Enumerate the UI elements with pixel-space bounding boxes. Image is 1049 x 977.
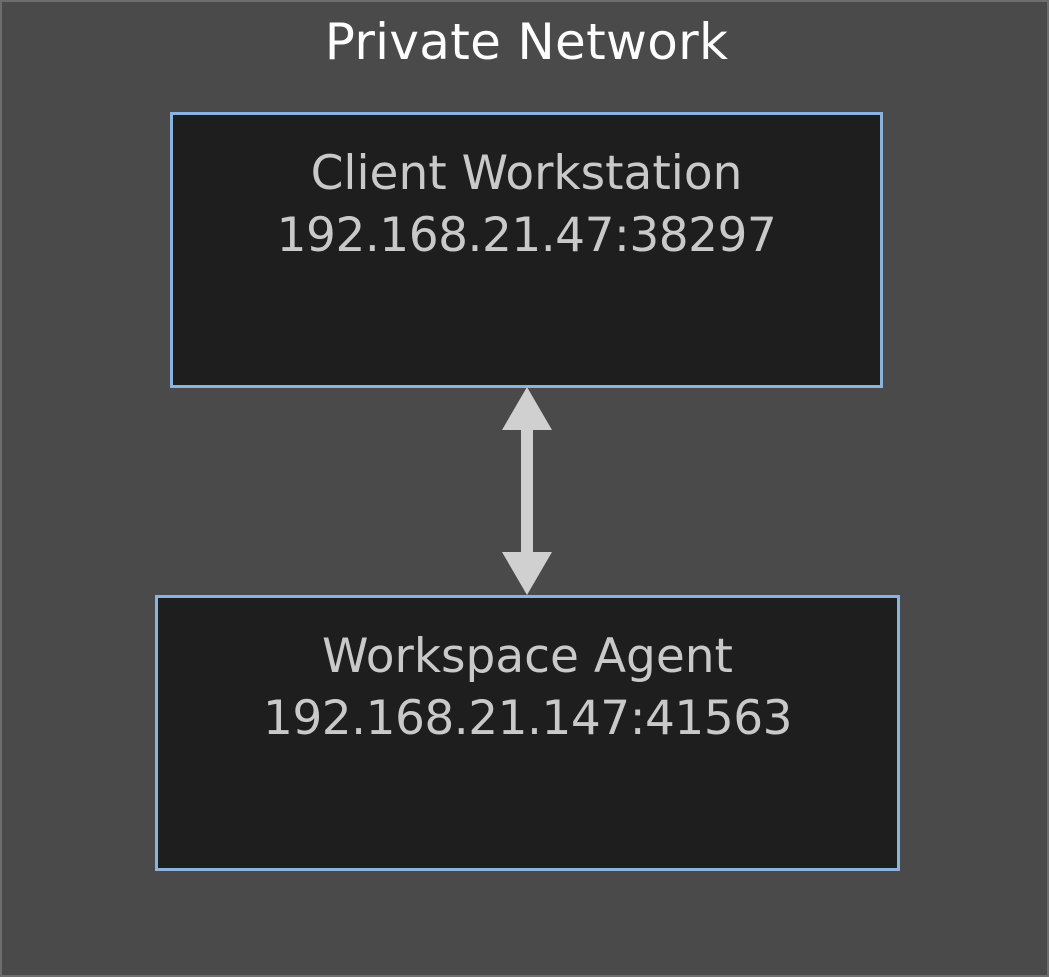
double-headed-vertical-arrow-icon (502, 387, 552, 595)
node-workspace-agent-address: 192.168.21.147:41563 (262, 691, 793, 746)
node-workspace-agent[interactable]: Workspace Agent 192.168.21.147:41563 (155, 595, 900, 871)
node-client-workstation-address: 192.168.21.47:38297 (276, 208, 777, 263)
node-client-workstation[interactable]: Client Workstation 192.168.21.47:38297 (170, 112, 883, 388)
page-title: Private Network (324, 13, 729, 71)
node-workspace-agent-label: Workspace Agent (322, 629, 733, 684)
node-client-workstation-label: Client Workstation (310, 146, 743, 201)
